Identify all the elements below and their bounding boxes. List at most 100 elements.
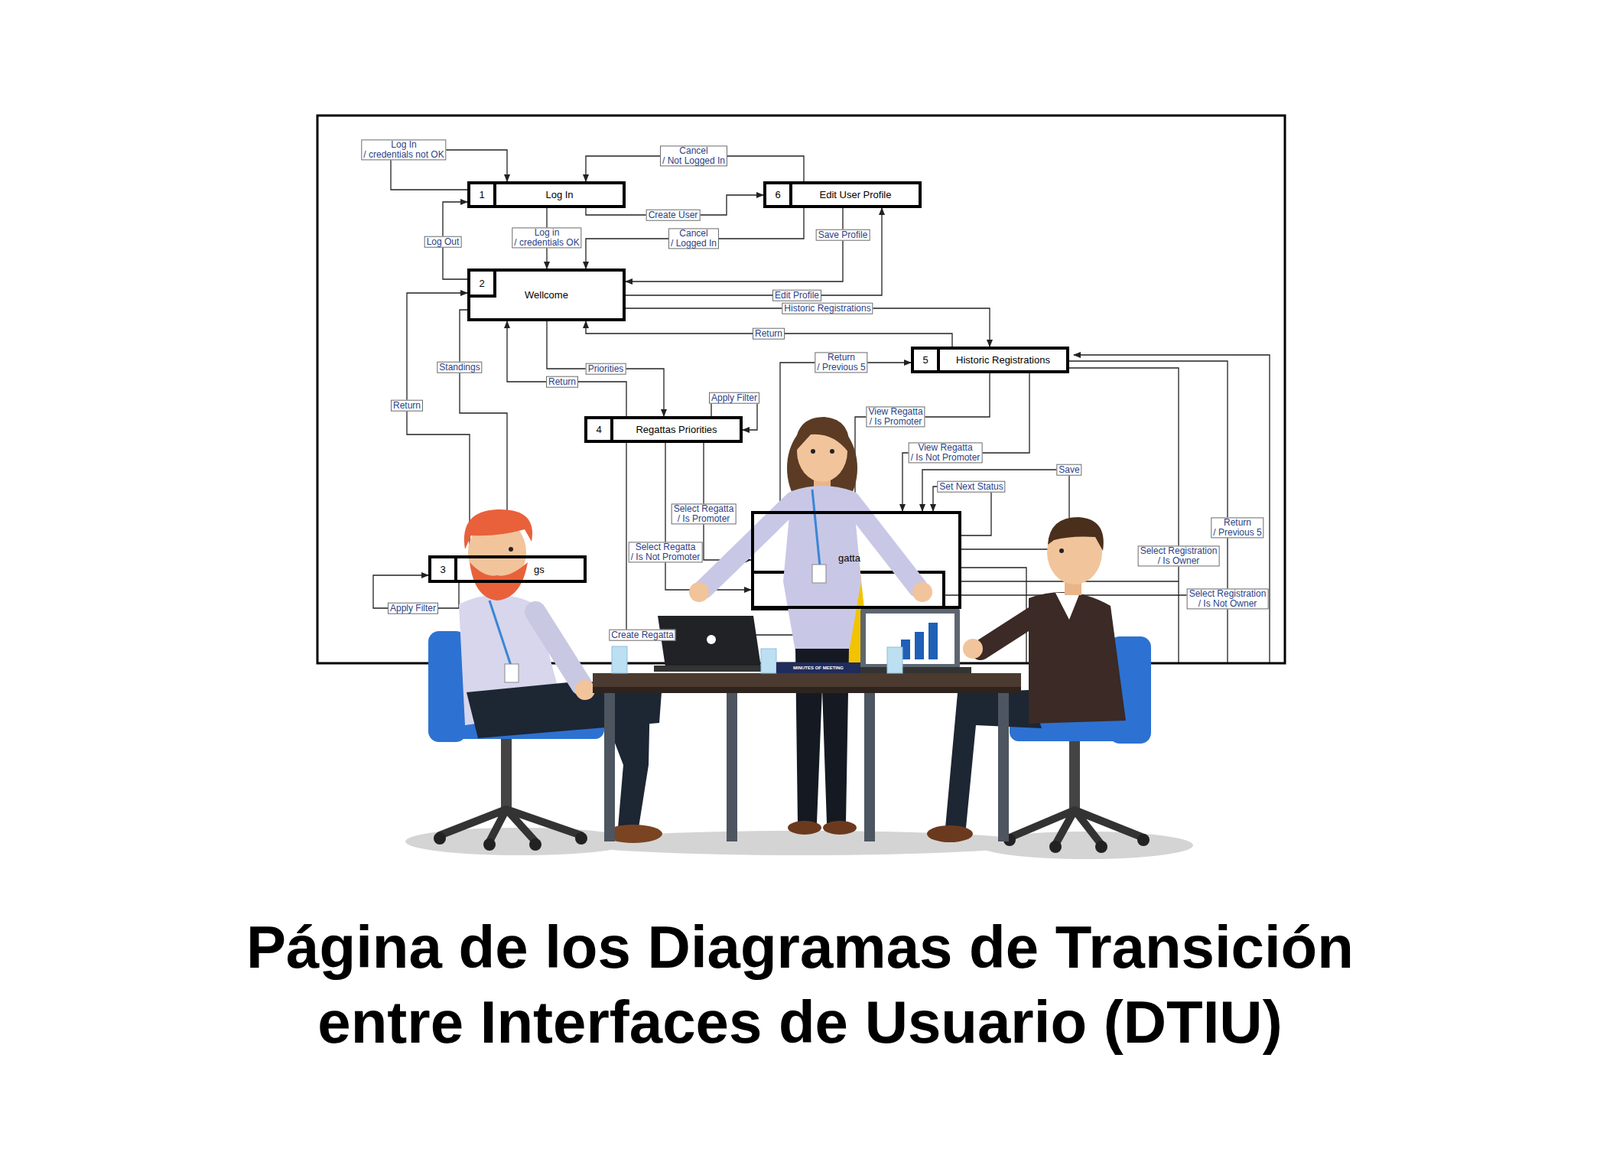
transition-label: Log in / credentials OK <box>511 227 582 248</box>
screen-number: 1 <box>470 184 497 205</box>
illustration-shape <box>611 646 628 674</box>
illustration-shape <box>1049 840 1062 853</box>
transition-label: Edit Profile <box>772 289 822 302</box>
screen-box: 5Historic Registrations <box>910 346 1070 374</box>
screen-box: 4Regattas Priorities <box>584 416 743 443</box>
illustration-shape <box>592 686 1022 693</box>
illustration-shape <box>1055 592 1080 620</box>
illustration-shape <box>529 838 542 851</box>
page-title: Página de los Diagramas de Transición en… <box>180 910 1420 1060</box>
screen-number: 6 <box>766 184 793 205</box>
illustration-shape <box>575 679 596 700</box>
illustration-shape <box>1028 591 1126 724</box>
transition-label: Apply Filter <box>708 392 760 404</box>
transition-arrow <box>585 208 804 269</box>
illustration-shape <box>829 448 835 454</box>
illustration-shape <box>998 688 1009 842</box>
screen-box: 3gs <box>428 555 587 583</box>
transition-arrow <box>585 321 953 347</box>
transition-label: Return / Previous 5 <box>814 351 868 373</box>
illustration-shape <box>592 673 1022 689</box>
illustration-shape <box>706 634 716 644</box>
transition-label: Cancel / Logged In <box>668 227 719 249</box>
illustration-shape <box>489 600 511 666</box>
transition-label: Create Regatta <box>608 629 676 641</box>
screen-name: Regattas Priorities <box>613 419 740 440</box>
transition-arrow <box>922 469 1070 550</box>
illustration-shape <box>1009 809 1144 845</box>
screen-box: gatta <box>751 510 962 609</box>
illustration-shape <box>864 688 875 842</box>
screen-name: Edit User Profile <box>792 184 919 205</box>
transition-arrow <box>625 308 990 347</box>
screen-name: gatta <box>754 513 959 606</box>
screen-name: gs <box>457 558 584 580</box>
transition-label: Return <box>752 328 785 340</box>
transition-label: Apply Filter <box>387 602 439 615</box>
transition-label: Log Out <box>424 236 462 248</box>
illustration-shape <box>822 820 857 835</box>
screen-number: 3 <box>431 558 458 580</box>
transition-label: Create User <box>646 209 701 222</box>
connectors <box>373 149 1070 635</box>
transition-label: Save Profile <box>816 229 871 241</box>
illustration-shape <box>689 582 709 602</box>
illustration-shape <box>1047 517 1104 551</box>
illustration-shape <box>464 509 533 550</box>
screen-name: Wellcome <box>470 271 623 319</box>
minutes-plate <box>776 662 861 674</box>
illustration-shape <box>962 638 983 659</box>
laptops <box>653 608 972 674</box>
water-glasses <box>611 646 903 674</box>
illustration-shape <box>865 613 955 664</box>
illustration-shape <box>439 809 582 842</box>
illustration-shape <box>812 489 820 566</box>
transition-label: Select Registration / Is Owner <box>1138 545 1220 566</box>
illustration-shape <box>1059 548 1064 553</box>
illustration-shape <box>535 611 582 685</box>
illustration-shape <box>887 647 903 674</box>
illustration-shape <box>787 820 822 835</box>
illustration-shape <box>1095 840 1108 853</box>
plate-text: MINUTES OF MEETING <box>793 665 844 670</box>
transition-label: Select Regatta / Is Not Promoter <box>628 541 703 563</box>
meeting-table <box>592 673 1022 842</box>
illustration-shape <box>1069 741 1080 810</box>
illustration-shape <box>810 448 816 454</box>
illustration-shape <box>500 738 512 810</box>
transition-arrow <box>406 292 470 556</box>
screen-box: 1Log In <box>467 181 626 209</box>
illustration-shape <box>860 608 960 670</box>
transition-label: Save <box>1056 464 1082 476</box>
illustration-shape <box>604 688 615 842</box>
transition-label: Log In / credentials not OK <box>360 139 446 160</box>
transition-label: Standings <box>436 361 482 374</box>
illustration-shape <box>914 631 924 660</box>
transition-arrow <box>902 373 1030 511</box>
screen-number: 4 <box>587 419 614 440</box>
transition-label: View Regatta / Is Not Promoter <box>908 442 983 463</box>
transition-label: Select Registration / Is Not Owner <box>1186 588 1269 609</box>
transition-label: Return <box>390 400 423 412</box>
transition-label: Priorities <box>585 363 627 375</box>
transition-label: Set Next Status <box>936 481 1005 493</box>
screen-box: 6Edit User Profile <box>763 181 922 209</box>
screen-name: Historic Registrations <box>939 349 1067 371</box>
transition-arrow <box>507 321 627 417</box>
illustration-shape <box>726 688 738 842</box>
illustration-shape <box>912 582 933 602</box>
frame-border <box>317 115 1285 664</box>
illustration-shape <box>653 665 769 672</box>
screen-number: 2 <box>470 271 497 298</box>
transition-label: View Regatta / Is Promoter <box>865 406 925 427</box>
illustration-shape <box>433 832 446 845</box>
transition-arrow <box>625 208 882 296</box>
illustration-shape <box>575 832 588 845</box>
illustration-shape <box>945 689 1042 828</box>
illustration-shape <box>483 838 496 851</box>
illustration-shape <box>760 648 777 674</box>
shadow <box>978 831 1194 859</box>
illustration-shape <box>795 416 850 453</box>
